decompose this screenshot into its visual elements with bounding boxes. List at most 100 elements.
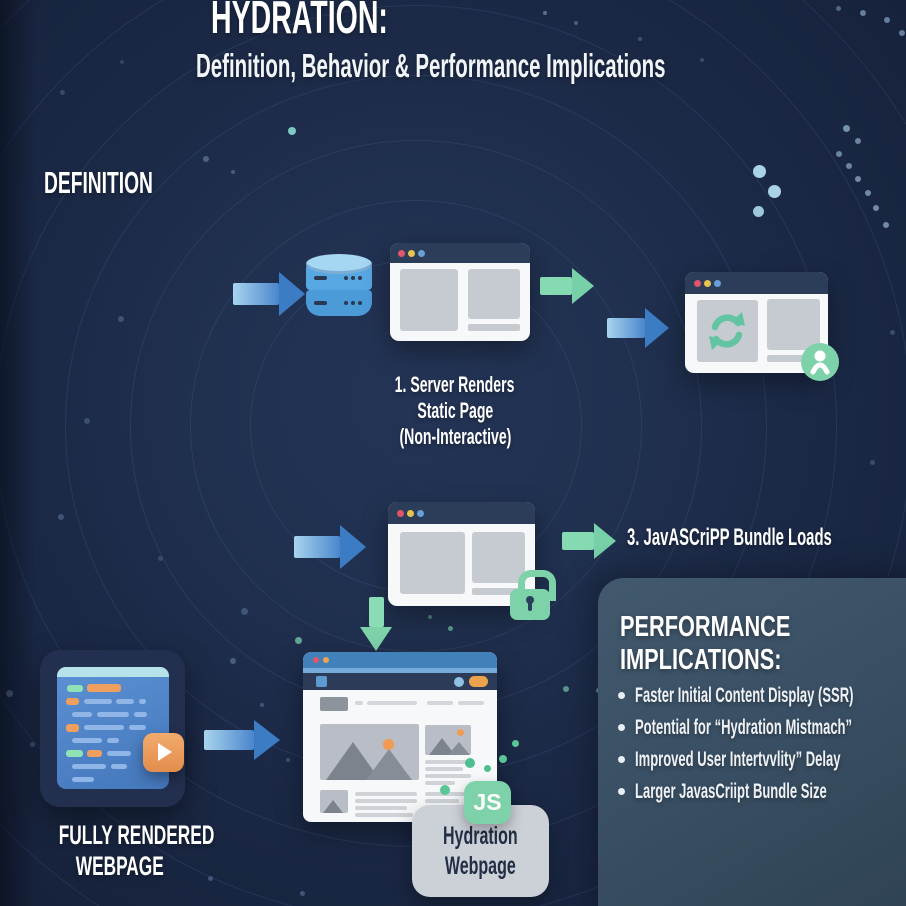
bullet-dot [618,756,625,763]
text-placeholder [767,355,820,362]
step3-caption: 3. JavASCriPP Bundle Loads [627,524,832,551]
content-placeholder [400,532,465,594]
decor-dot [884,17,890,23]
decor-dot [768,185,781,198]
lock-icon [510,570,556,620]
browser-titlebar [390,243,530,263]
side-image-placeholder [425,725,471,755]
decor-dot [84,418,90,424]
decor-dot [158,556,163,561]
decor-dot [753,165,766,178]
arrow-right-icon [204,720,283,760]
traffic-dot-yellow [704,280,711,287]
page-subtitle: Definition, Behavior & Performance Impli… [196,47,666,84]
performance-title: PERFORMANCE IMPLICATIONS: [620,611,791,676]
browser-titlebar [303,652,497,668]
decor-dot [870,460,875,465]
play-button-icon [143,733,184,772]
decor-dot [448,626,453,631]
code-editor-card [40,650,185,807]
decor-dot [120,60,124,64]
decor-dot [465,758,475,768]
decor-dot [890,330,895,335]
decor-dot [899,30,905,36]
arrow-right-icon [233,272,308,316]
content-placeholder [400,269,458,331]
decor-dot [118,316,124,322]
decor-dot [753,206,764,217]
arrow-right-icon [540,268,597,304]
bullet-dot [618,692,625,699]
arrow-down-icon [360,597,392,651]
decor-dot [855,176,861,182]
browser-window-static-page [390,243,530,341]
bullet-item: Faster Initial Content Display (SSR) [618,684,906,707]
decor-dot [836,6,841,11]
text-placeholder [468,324,520,331]
decor-dot [836,151,842,157]
bullet-dot [618,788,625,795]
performance-bullet-list: Faster Initial Content Display (SSR) Pot… [618,684,906,803]
database-icon [306,254,372,320]
performance-panel: PERFORMANCE IMPLICATIONS: Faster Initial… [598,578,906,906]
decor-dot [428,615,432,619]
address-bar [303,673,497,690]
profile-dot-icon [454,677,464,687]
titlebar-accent [303,668,497,673]
refresh-icon [709,312,745,350]
bullet-item: Potential for “Hydration Mistmach” [618,716,906,739]
decor-dot [484,765,491,772]
page-title: HYDRATION: [211,0,388,43]
browser-titlebar [685,272,828,294]
decor-dot [855,138,861,144]
traffic-dot-blue [714,280,721,287]
decor-dot [58,514,64,520]
decor-dot [203,156,209,162]
action-pill-button [469,676,488,687]
traffic-dot-red [694,280,701,287]
content-placeholder [468,269,520,319]
decor-dot [843,125,850,132]
text-placeholder [472,588,525,595]
fully-rendered-caption: FULLY RENDERED WEBPAGE [58,820,215,881]
decor-dot [286,758,290,762]
thumb-image-placeholder [320,790,348,813]
sun-dot [457,729,464,736]
decor-dot [860,10,866,16]
traffic-dot-red [397,510,404,517]
traffic-dot-blue [418,250,425,257]
arrow-right-icon [607,308,672,348]
decor-dot [60,90,65,95]
bullet-item: Larger JavasCriipt Bundle Size [618,780,906,803]
decor-dot [260,703,264,707]
traffic-dot-blue [417,510,424,517]
decor-dot [574,21,578,25]
code-panel-header [57,667,169,677]
decor-dot [231,170,235,174]
decor-dot [208,876,213,881]
decor-dot [865,190,871,196]
traffic-dot-red [313,657,319,663]
arrow-right-icon [294,525,369,569]
traffic-dot-red [398,250,405,257]
decor-dot [499,755,507,763]
left-vignette [0,0,36,906]
decor-dot [846,163,852,169]
traffic-dot-yellow [407,510,414,517]
hydration-webpage-label: Hydration Webpage [412,805,549,897]
decor-dot [230,658,236,664]
content-placeholder [697,300,758,362]
sun-dot [383,739,394,750]
js-badge-icon: JS [464,781,511,824]
definition-heading: DEFINITION [44,165,153,200]
traffic-dot-yellow [408,250,415,257]
decor-dot [873,205,879,211]
bullet-item: Improved User Intertvvlity” Delay [618,748,906,771]
decor-dot [241,608,248,615]
decor-dot [440,785,450,795]
decor-dot [563,686,569,692]
content-placeholder [472,532,525,583]
decor-dot [883,222,889,228]
decor-dot [638,37,642,41]
